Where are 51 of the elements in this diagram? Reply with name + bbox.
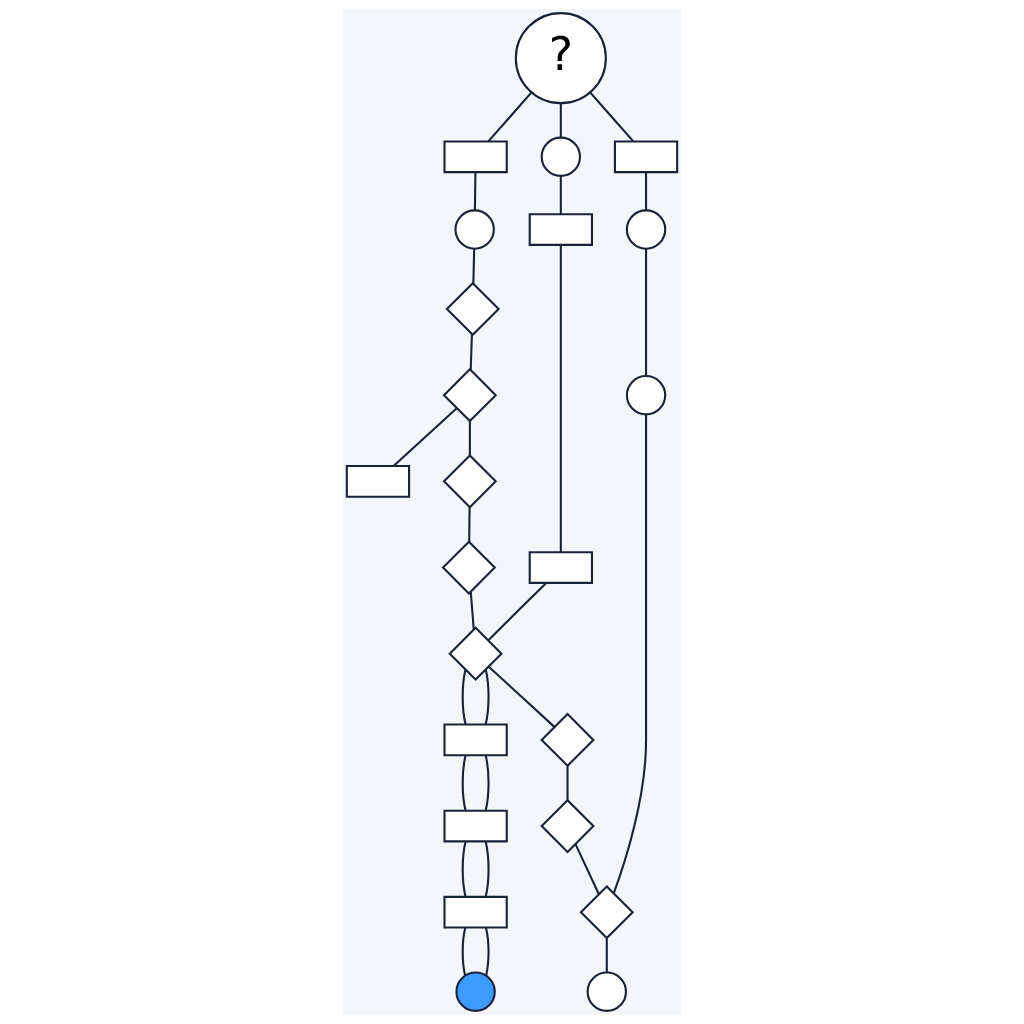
node-box <box>443 140 508 174</box>
node-diamond <box>441 540 497 595</box>
connector <box>468 421 471 456</box>
connector <box>487 582 547 641</box>
node-circle <box>454 209 495 250</box>
connector <box>469 334 473 370</box>
node-diamond <box>448 626 503 682</box>
connector <box>645 172 648 211</box>
node-diamond <box>579 884 635 940</box>
node-circle <box>455 971 496 1012</box>
connector <box>487 91 533 143</box>
connector <box>559 244 562 553</box>
node-diamond <box>445 281 501 337</box>
connector <box>468 507 471 542</box>
node-box <box>443 809 508 843</box>
node-box <box>443 895 508 929</box>
connector <box>605 938 608 973</box>
node-box <box>443 723 508 757</box>
connector <box>484 669 490 725</box>
node-diamond <box>540 712 595 768</box>
node-circle <box>540 136 582 177</box>
connector <box>461 841 467 897</box>
connector <box>461 927 467 976</box>
node-diamond <box>540 798 595 854</box>
connector <box>484 927 490 976</box>
connector <box>645 248 648 376</box>
connector <box>393 407 458 467</box>
node-box <box>528 551 593 584</box>
connector <box>469 591 475 630</box>
connector <box>566 766 569 801</box>
node-box <box>345 465 411 498</box>
connector <box>574 843 600 895</box>
node-circle <box>625 374 667 416</box>
connector <box>559 103 562 138</box>
connector <box>488 665 556 728</box>
connector <box>484 841 490 897</box>
connector <box>612 414 648 894</box>
node-circle <box>625 209 667 250</box>
node-box <box>528 213 593 246</box>
connector <box>484 755 490 811</box>
node-diamond <box>442 454 498 509</box>
node-circle <box>586 971 627 1012</box>
node-diamond <box>442 367 498 423</box>
node-circle: ? <box>514 12 607 105</box>
connector <box>461 669 467 725</box>
connector <box>473 172 477 211</box>
node-box <box>613 140 679 174</box>
connector <box>461 755 467 811</box>
connector <box>559 175 562 214</box>
connector <box>472 248 476 284</box>
connector <box>589 91 635 143</box>
